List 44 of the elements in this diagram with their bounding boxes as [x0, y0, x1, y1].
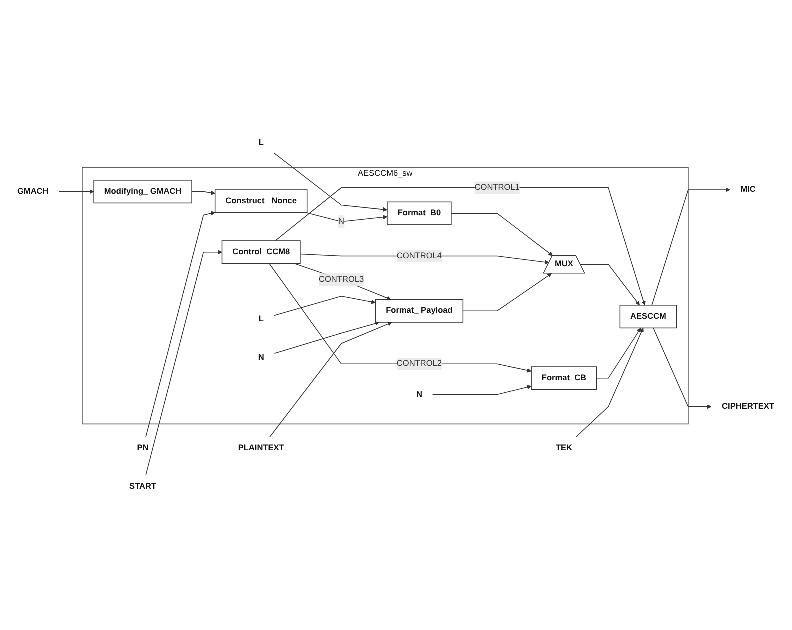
node-box [214, 190, 308, 214]
node-text: GMACH [17, 187, 49, 196]
node-box [531, 366, 598, 390]
edge-label: CONTROL3 [319, 275, 364, 284]
edge-label: CONTROL1 [474, 183, 520, 192]
node-box [222, 240, 301, 264]
arrow [275, 188, 646, 306]
arrow [653, 328, 712, 410]
arrow [451, 213, 554, 256]
arrow [294, 263, 392, 300]
arrow [274, 152, 388, 212]
node-text: MIC [740, 185, 756, 194]
arrow [192, 190, 216, 196]
arrow [432, 385, 532, 396]
arrow [596, 328, 642, 379]
arrow [306, 212, 388, 222]
arrow [58, 190, 94, 194]
edge-label: CONTROL4 [396, 252, 442, 260]
arrow [462, 273, 552, 312]
node-text: N [416, 390, 422, 399]
edge-label: N [338, 217, 345, 226]
node-box [620, 305, 678, 329]
node-text: CIPHERTEXT [722, 402, 775, 412]
arrow [269, 263, 532, 373]
arrow [146, 250, 222, 476]
arrow [146, 211, 216, 438]
cluster [82, 167, 689, 425]
node-box [387, 202, 452, 226]
node-text: L [258, 314, 264, 324]
edge-label: CONTROL2 [396, 360, 442, 368]
node-box [94, 180, 192, 204]
node-text: L [258, 138, 264, 148]
node-text: N [258, 353, 264, 362]
arrow [270, 322, 392, 438]
arrow [274, 296, 376, 316]
node-text: START [130, 482, 157, 491]
node-box [375, 299, 464, 323]
arrow [576, 328, 644, 438]
arrow [652, 188, 731, 306]
arrow [580, 264, 640, 306]
node-text: TEK [556, 444, 573, 453]
arrow [274, 321, 380, 354]
node-text: PLAINTEXT [238, 444, 284, 453]
node-text: PN [137, 444, 149, 453]
